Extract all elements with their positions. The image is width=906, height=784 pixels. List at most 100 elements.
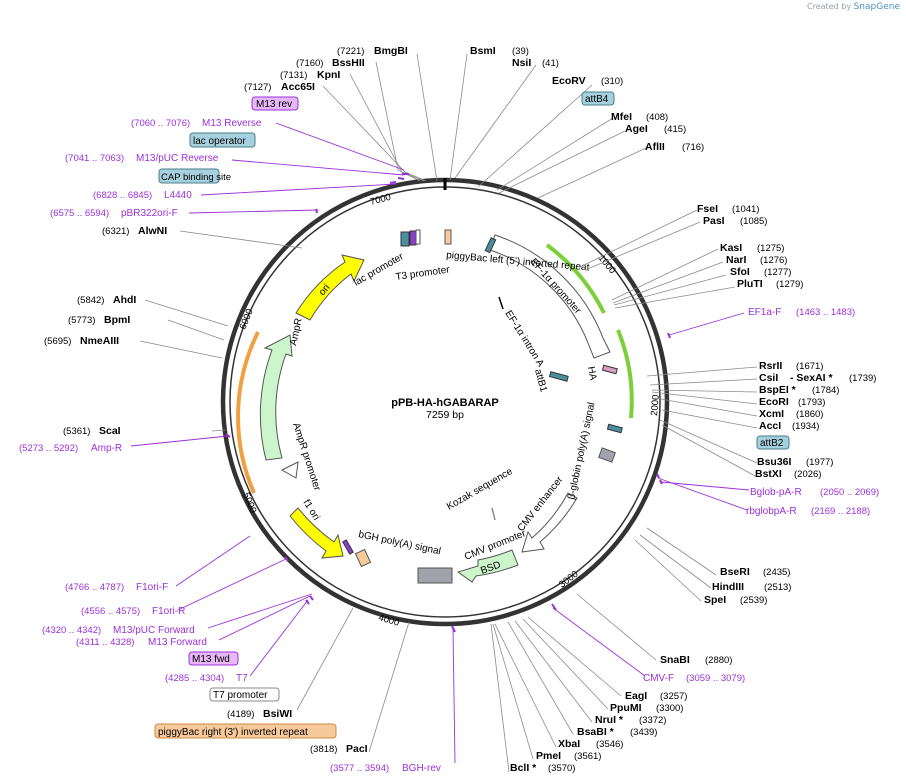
enzyme-pos-spei: (2539) — [740, 595, 767, 606]
enzyme-sexai[interactable]: - SexAI * — [790, 372, 834, 384]
enzyme-pos-bstxi: (2026) — [794, 469, 821, 480]
enzyme-pos-kpni: (7131) — [280, 70, 307, 81]
primer-amp-r[interactable]: Amp-R — [91, 443, 122, 454]
label-box-m13-rev[interactable]: M13 rev — [251, 96, 299, 111]
enzyme-eagi[interactable]: EagI — [625, 690, 647, 702]
enzyme-csii[interactable]: CsiI — [759, 372, 778, 384]
enzyme-bpmi[interactable]: BpmI — [104, 314, 130, 326]
enzyme-scai[interactable]: ScaI — [99, 425, 121, 437]
enzyme-bsiwi[interactable]: BsiWI — [263, 708, 292, 720]
enzyme-fsei[interactable]: FseI — [697, 203, 718, 215]
tick-5000: 5000 — [240, 491, 258, 515]
enzyme-ppumi[interactable]: PpuMI — [610, 702, 642, 714]
enzyme-acci[interactable]: AccI — [759, 420, 781, 432]
enzyme-pluti[interactable]: PluTI — [737, 278, 763, 290]
enzyme-leader-lines — [139, 53, 758, 773]
enzyme-nari[interactable]: NarI — [726, 254, 747, 266]
label-box-attb4[interactable]: attB4 — [581, 91, 615, 106]
primer-m13-forward[interactable]: M13 Forward — [148, 637, 207, 648]
attb4-box-text: attB4 — [585, 94, 609, 105]
primer-pos-rbglobpa-r: (2169 .. 2188) — [811, 506, 870, 517]
primer-t7[interactable]: T7 — [236, 673, 248, 684]
enzyme-nmeaiii[interactable]: NmeAIII — [80, 335, 119, 347]
enzyme-bsmi[interactable]: BsmI — [470, 45, 496, 57]
attb2-box-text: attB2 — [760, 438, 784, 449]
label-box-piggybac-right[interactable]: piggyBac right (3') inverted repeat — [154, 723, 337, 739]
primer-l4440[interactable]: L4440 — [164, 190, 192, 201]
enzyme-xbai[interactable]: XbaI — [558, 738, 580, 750]
enzyme-acc65i[interactable]: Acc65I — [281, 81, 315, 93]
cap-binding-box-text: CAP binding site — [161, 172, 231, 183]
beta-globin-polya-block — [598, 447, 616, 463]
m13-fwd-box-text: M13 fwd — [192, 654, 230, 665]
primer-bgh-rev[interactable]: BGH-rev — [402, 763, 441, 774]
enzyme-pos-pmei: (3561) — [574, 751, 601, 762]
enzyme-aflii[interactable]: AflII — [645, 141, 665, 153]
label-box-attb2[interactable]: attB2 — [756, 435, 790, 450]
enzyme-labels: (7221) BmgBI (7160) BssHII (7131) KpnI (… — [44, 45, 876, 774]
enzyme-kpni[interactable]: KpnI — [317, 69, 340, 81]
primer-cmv-f[interactable]: CMV-F — [643, 673, 674, 684]
label-box-m13-fwd[interactable]: M13 fwd — [188, 651, 239, 666]
enzyme-bsu36i[interactable]: Bsu36I — [757, 456, 792, 468]
enzyme-bspei[interactable]: BspEI * — [759, 384, 797, 396]
enzyme-mfei[interactable]: MfeI — [611, 111, 632, 123]
enzyme-ecori[interactable]: EcoRI — [759, 396, 789, 408]
enzyme-pos-bsabi: (3439) — [630, 727, 657, 738]
enzyme-pos-xbai: (3546) — [596, 739, 623, 750]
primer-m13-puc-reverse[interactable]: M13/pUC Reverse — [136, 153, 219, 164]
primer-pos-bglob-pa-r: (2050 .. 2069) — [820, 487, 879, 498]
primer-rbglobpa-r[interactable]: rbglobpA-R — [746, 506, 797, 517]
enzyme-xcmi[interactable]: XcmI — [759, 408, 784, 420]
label-box-cap-binding-site[interactable]: CAP binding site — [158, 168, 231, 184]
label-box-lac-operator[interactable]: lac operator — [189, 132, 256, 148]
primer-ef1a-f[interactable]: EF1a-F — [748, 307, 781, 318]
enzyme-paci[interactable]: PacI — [346, 743, 368, 755]
enzyme-pasi[interactable]: PasI — [703, 215, 725, 227]
enzyme-nsii[interactable]: NsiI — [512, 57, 531, 69]
enzyme-bstxi[interactable]: BstXI — [755, 468, 782, 480]
kozak-marker — [491, 507, 496, 521]
enzyme-bsabi[interactable]: BsaBI * — [577, 726, 615, 738]
enzyme-ahdi[interactable]: AhdI — [113, 294, 136, 306]
primer-f1ori-f[interactable]: F1ori-F — [136, 582, 168, 593]
primer-pos-bgh-rev: (3577 .. 3594) — [330, 763, 389, 774]
label-box-t7-promoter[interactable]: T7 promoter — [209, 687, 280, 702]
m13-fwd-block — [342, 539, 354, 555]
attb4-box-bg — [581, 91, 615, 106]
enzyme-sfoi[interactable]: SfoI — [730, 266, 750, 278]
primer-pbr322ori-f[interactable]: pBR322ori-F — [121, 208, 178, 219]
attb2-marker — [606, 423, 623, 434]
enzyme-alwni[interactable]: AlwNI — [138, 225, 167, 237]
ef1a-intron-arc — [616, 329, 634, 419]
enzyme-pos-scai: (5361) — [63, 426, 90, 437]
enzyme-pos-mfei: (408) — [646, 112, 668, 123]
primer-f1ori-r[interactable]: F1ori-R — [152, 606, 185, 617]
enzyme-pos-acc65i: (7127) — [244, 82, 271, 93]
enzyme-pmei[interactable]: PmeI — [536, 750, 561, 762]
primer-m13-reverse[interactable]: M13 Reverse — [202, 118, 262, 129]
enzyme-ecorv[interactable]: EcoRV — [552, 75, 586, 87]
primer-pos-m13-reverse: (7060 .. 7076) — [131, 118, 190, 129]
primer-pos-amp-r: (5273 .. 5292) — [19, 443, 78, 454]
enzyme-pos-bsiwi: (4189) — [227, 709, 254, 720]
enzyme-snabi[interactable]: SnaBI — [660, 654, 690, 666]
bgh-polya-block — [417, 567, 453, 584]
primer-bglob-pa-r[interactable]: Bglob-pA-R — [750, 487, 802, 498]
attb2-box-bg — [756, 435, 790, 450]
enzyme-bsshii[interactable]: BssHII — [332, 57, 365, 69]
enzyme-nrui[interactable]: NruI * — [595, 714, 624, 726]
enzyme-hindiii[interactable]: HindIII — [712, 581, 744, 593]
plasmid-length: 7259 bp — [426, 409, 464, 421]
enzyme-agei[interactable]: AgeI — [625, 123, 648, 135]
primer-m13-puc-forward[interactable]: M13/pUC Forward — [113, 625, 195, 636]
label-ef1a-intron: EF-1α intron A — [502, 309, 545, 370]
enzyme-spei[interactable]: SpeI — [704, 594, 726, 606]
enzyme-kasi[interactable]: KasI — [720, 242, 742, 254]
enzyme-rsrii[interactable]: RsrII — [759, 360, 782, 372]
m13-rev-box-bg — [251, 96, 299, 111]
enzyme-bmgbi[interactable]: BmgBI — [374, 45, 408, 57]
enzyme-pos-bsmi: (39) — [512, 46, 529, 57]
enzyme-bcli[interactable]: BclI * — [510, 762, 537, 774]
enzyme-bseri[interactable]: BseRI — [720, 566, 750, 578]
